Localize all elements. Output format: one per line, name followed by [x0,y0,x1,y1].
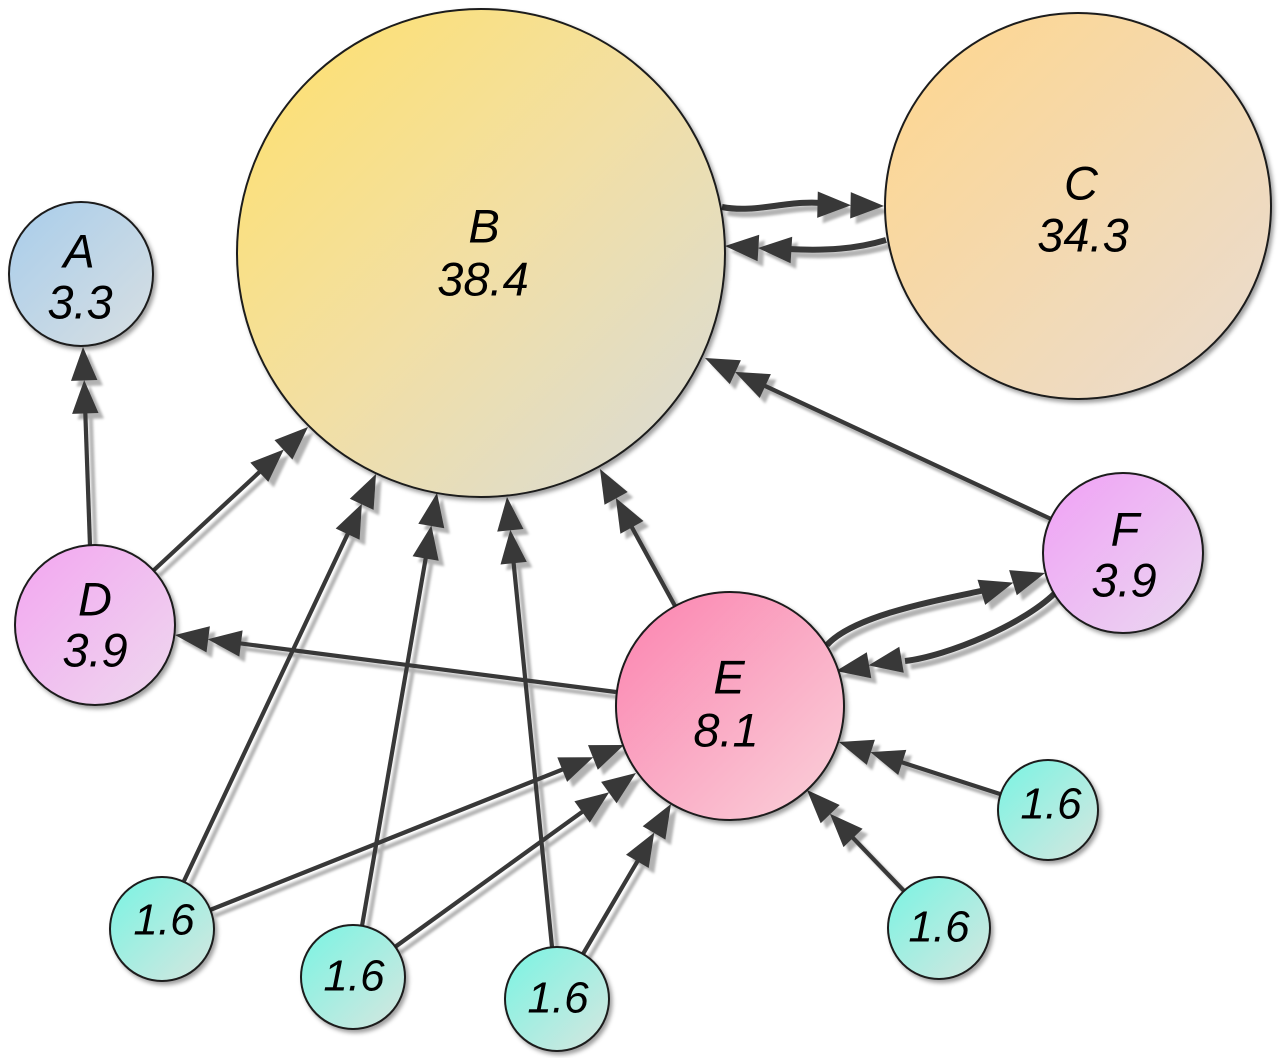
svg-text:A: A [60,225,94,278]
svg-text:1.6: 1.6 [908,903,970,952]
svg-text:1.6: 1.6 [1020,780,1082,829]
svg-text:8.1: 8.1 [693,704,758,757]
svg-text:C: C [1064,157,1099,210]
svg-text:1.6: 1.6 [133,896,195,945]
svg-text:3.3: 3.3 [47,276,112,329]
svg-text:3.9: 3.9 [1091,554,1156,607]
svg-text:3.9: 3.9 [62,624,127,677]
svg-text:38.4: 38.4 [437,253,528,306]
svg-text:F: F [1111,503,1142,556]
svg-text:1.6: 1.6 [527,974,589,1023]
svg-text:E: E [713,651,745,704]
svg-text:1.6: 1.6 [323,952,385,1001]
svg-text:34.3: 34.3 [1037,209,1128,262]
svg-text:B: B [468,200,499,253]
svg-text:D: D [78,573,112,626]
